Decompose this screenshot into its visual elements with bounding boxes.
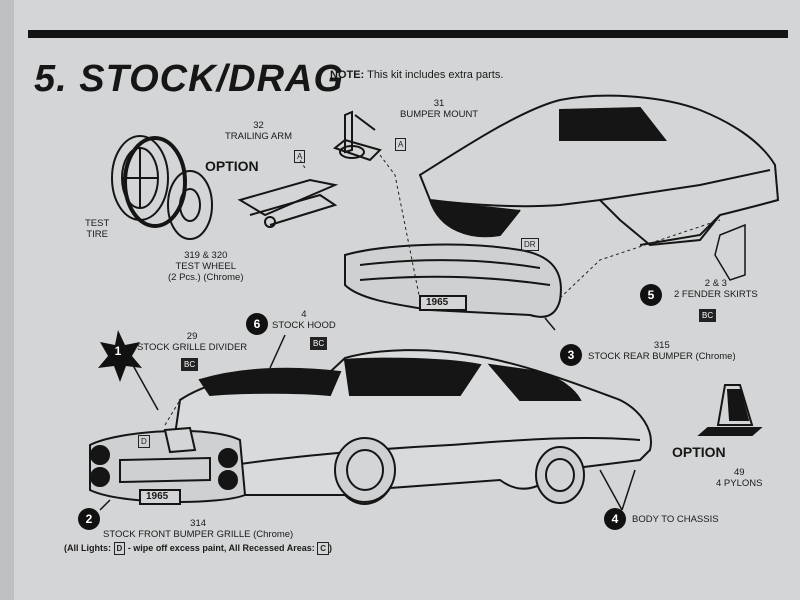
pylons-number: 49: [733, 467, 745, 478]
bumper-mount-number: 31: [433, 98, 445, 109]
lights-note-part-b: - wipe off excess paint, All Recessed Ar…: [127, 543, 315, 553]
callout-leaders: [99, 317, 636, 511]
front-grille-drawing: [89, 429, 247, 505]
grille-divider-tag: BC: [181, 358, 199, 371]
d-paint-tag: D: [138, 435, 150, 448]
fender-skirts-tag: BC: [699, 309, 717, 322]
step-2-badge: 2: [78, 508, 100, 530]
front-grille-number: 314: [190, 518, 207, 529]
trailing-arm-drawing: [237, 178, 339, 228]
bumper-mount-tag: A: [395, 138, 407, 151]
step-5-badge: 5: [640, 284, 662, 306]
note-text: This kit includes extra parts.: [367, 69, 504, 81]
main-car-drawing: [168, 349, 652, 505]
test-wheel-name: TEST WHEEL: [175, 261, 236, 272]
trailing-arm-name: TRAILING ARM: [225, 131, 293, 142]
option-label-top: OPTION: [205, 158, 259, 174]
step-1-star: [98, 330, 142, 382]
trailing-arm-tag: A: [294, 150, 306, 163]
previous-page-edge: [0, 0, 14, 600]
lights-note-part-c: ): [329, 543, 333, 553]
front-grille-name: STOCK FRONT BUMPER GRILLE (Chrome): [103, 529, 294, 540]
test-tire-line2: TIRE: [86, 229, 108, 240]
test-wheel-note: (2 Pcs.) (Chrome): [168, 272, 244, 283]
kit-note: NOTE: This kit includes extra parts.: [330, 69, 503, 81]
pylon-drawing: [697, 384, 763, 436]
test-tire-line1: TEST: [85, 218, 110, 229]
page-title: 5. STOCK/DRAG: [34, 58, 345, 100]
body-to-chassis-label: BODY TO CHASSIS: [632, 514, 719, 525]
step-6-badge: 6: [246, 313, 268, 335]
header-rule: [28, 30, 788, 38]
stock-hood-tag: BC: [310, 337, 328, 350]
test-wheel-number: 319 & 320: [184, 250, 228, 261]
grille-divider-drawing: [163, 426, 197, 454]
rear-bumper-name: STOCK REAR BUMPER (Chrome): [588, 351, 736, 362]
bumper-mount-name: BUMPER MOUNT: [400, 109, 479, 120]
lights-note-tag-d: D: [113, 542, 126, 555]
step-4-badge: 4: [604, 508, 626, 530]
rear-bumper-drawing: [344, 243, 562, 318]
rear-bumper-number: 315: [653, 340, 670, 351]
pylons-name: 4 PYLONS: [716, 478, 763, 489]
rear-bumper-dr-tag: DR: [521, 238, 539, 251]
trailing-arm-number: 32: [253, 120, 264, 131]
fender-skirts-number: 2 & 3: [704, 278, 727, 289]
rear-body-drawing: [418, 94, 780, 247]
option-label-bottom: OPTION: [672, 444, 726, 460]
fender-skirt-drawing: [714, 223, 746, 281]
lights-note-part-a: (All Lights:: [64, 543, 111, 553]
lights-paint-note: (All Lights: D - wipe off excess paint, …: [64, 542, 332, 555]
test-tire-wheel-drawing: [111, 135, 213, 240]
lights-note-tag-c: C: [317, 542, 330, 555]
fender-skirts-name: 2 FENDER SKIRTS: [674, 289, 758, 300]
grille-divider-name: STOCK GRILLE DIVIDER: [137, 342, 248, 353]
grille-divider-number: 29: [186, 331, 198, 342]
step-3-badge: 3: [560, 344, 582, 366]
stock-hood-name: STOCK HOOD: [272, 320, 336, 331]
step-1-badge: 1: [114, 344, 122, 358]
note-prefix: NOTE:: [330, 69, 365, 81]
stock-hood-number: 4: [301, 309, 307, 320]
front-plate-label: 1965: [146, 491, 169, 502]
bumper-mount-drawing: [332, 110, 382, 162]
rear-plate-label: 1965: [426, 297, 449, 308]
